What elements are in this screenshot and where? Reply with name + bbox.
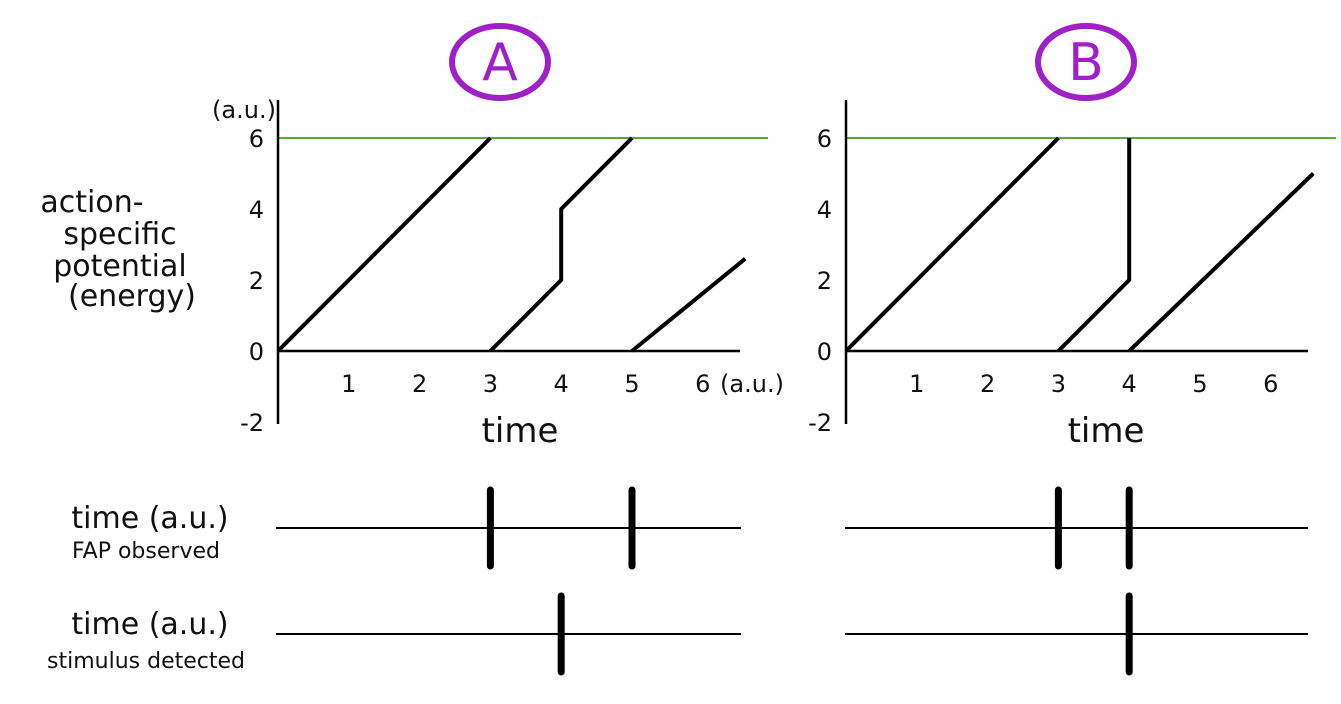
series-line bbox=[488, 136, 634, 353]
x-tick-label: 6 bbox=[695, 370, 710, 398]
x-tick-label: 6 bbox=[1263, 370, 1278, 398]
x-tick-label: 2 bbox=[412, 370, 427, 398]
x-tick-label: 4 bbox=[554, 370, 569, 398]
x-tick-label: 4 bbox=[1122, 370, 1137, 398]
y-tick-label: -2 bbox=[240, 409, 264, 437]
panel-label-circle bbox=[449, 23, 551, 101]
y-axis-title-line: (energy) bbox=[68, 279, 196, 314]
x-tick-label: 3 bbox=[483, 370, 498, 398]
y-unit-label: (a.u.) bbox=[212, 96, 276, 124]
panel-label: A bbox=[482, 33, 518, 93]
y-tick-label: 4 bbox=[249, 196, 264, 224]
x-tick-label: 2 bbox=[980, 370, 995, 398]
x-tick-label: 3 bbox=[1051, 370, 1066, 398]
x-unit-label: (a.u.) bbox=[720, 370, 784, 398]
series-line bbox=[630, 257, 747, 353]
timeline-sublabel: FAP observed bbox=[72, 539, 220, 564]
series-line bbox=[1127, 172, 1315, 353]
y-axis-title-line: action- bbox=[40, 185, 143, 220]
y-tick-label: 2 bbox=[249, 267, 264, 295]
y-tick-label: 0 bbox=[817, 338, 832, 366]
timeline-sublabel: stimulus detected bbox=[47, 649, 245, 674]
x-tick-label: 5 bbox=[1192, 370, 1207, 398]
x-tick-label: 1 bbox=[909, 370, 924, 398]
y-tick-label: 6 bbox=[817, 125, 832, 153]
panel-b: B -2 0 2 4 6 1 2 3 4 5 6 time bbox=[808, 23, 1336, 676]
series-line bbox=[276, 136, 492, 353]
series-line bbox=[1056, 138, 1132, 353]
series-line bbox=[844, 136, 1060, 353]
x-axis-title: time bbox=[482, 411, 559, 451]
y-tick-label: -2 bbox=[808, 409, 832, 437]
panel-label: B bbox=[1068, 33, 1104, 93]
y-axis-title-line: specific bbox=[63, 217, 176, 252]
y-tick-label: 2 bbox=[817, 267, 832, 295]
x-tick-label: 1 bbox=[341, 370, 356, 398]
y-tick-label: 0 bbox=[249, 338, 264, 366]
y-axis-title-line: potential bbox=[53, 249, 186, 284]
panel-label-circle bbox=[1035, 23, 1137, 101]
x-axis-title: time bbox=[1068, 411, 1145, 451]
timeline-label: time (a.u.) bbox=[71, 607, 228, 642]
x-tick-label: 5 bbox=[624, 370, 639, 398]
y-tick-label: 6 bbox=[249, 125, 264, 153]
timeline-label: time (a.u.) bbox=[71, 501, 228, 536]
y-tick-label: 4 bbox=[817, 196, 832, 224]
